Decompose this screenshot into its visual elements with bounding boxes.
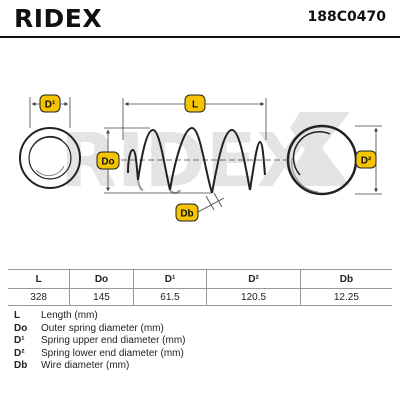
- legend-item: Do Outer spring diameter (mm): [14, 323, 186, 336]
- col-header-d2: D²: [206, 269, 301, 289]
- upper-end-view: [19, 127, 81, 189]
- legend-key: L: [14, 310, 21, 321]
- legend-item: D² Spring lower end diameter (mm): [14, 348, 186, 361]
- col-header-db: Db: [299, 269, 392, 289]
- header: RIDEX 188C0470: [0, 0, 400, 36]
- legend-key: Db: [14, 360, 28, 371]
- label-d1: D¹: [39, 94, 61, 113]
- label-do: Do: [96, 151, 120, 170]
- legend-key: D²: [14, 347, 25, 359]
- value-db: 12.25: [299, 288, 392, 306]
- brand-logo: RIDEX: [14, 4, 103, 33]
- col-header-d1: D¹: [132, 269, 207, 289]
- legend-item: L Length (mm): [14, 310, 186, 323]
- spring-side-view: [127, 126, 266, 194]
- label-db-text: Db: [180, 209, 193, 220]
- label-d1-text: D¹: [45, 100, 56, 111]
- label-d2-text: D²: [361, 156, 372, 167]
- label-db: Db: [175, 203, 199, 222]
- db-tick-1: [205, 195, 215, 211]
- col-header-l: L: [8, 269, 70, 289]
- label-l-text: L: [192, 100, 198, 111]
- legend-desc: Spring lower end diameter (mm): [41, 347, 184, 359]
- spec-table: L Do D¹ D² Db 328 145 61.5 120.5 12.25: [8, 269, 392, 306]
- legend-item: D¹ Spring upper end diameter (mm): [14, 335, 186, 348]
- legend-desc: Length (mm): [41, 310, 98, 321]
- table-row: 328 145 61.5 120.5 12.25: [8, 288, 392, 306]
- spec-table-header-row: L Do D¹ D² Db: [8, 269, 392, 289]
- db-tick-2: [213, 192, 223, 208]
- spring-diagram: RIDEX D¹: [19, 94, 382, 222]
- label-l: L: [184, 94, 206, 113]
- label-d2: D²: [355, 150, 377, 169]
- legend-desc: Outer spring diameter (mm): [41, 322, 164, 334]
- part-number: 188C0470: [307, 9, 386, 25]
- value-d1: 61.5: [132, 288, 207, 306]
- legend-key: D¹: [14, 335, 25, 346]
- value-d2: 120.5: [206, 288, 301, 306]
- legend-desc: Wire diameter (mm): [41, 360, 130, 371]
- col-header-do: Do: [69, 269, 134, 289]
- header-divider: [0, 36, 400, 38]
- value-do: 145: [69, 288, 134, 306]
- legend-item: Db Wire diameter (mm): [14, 360, 186, 373]
- legend-desc: Spring upper end diameter (mm): [41, 335, 186, 346]
- label-do-text: Do: [101, 157, 114, 168]
- legend: L Length (mm) Do Outer spring diameter (mm…: [14, 310, 186, 373]
- legend-key: Do: [14, 322, 28, 334]
- value-l: 328: [8, 288, 70, 306]
